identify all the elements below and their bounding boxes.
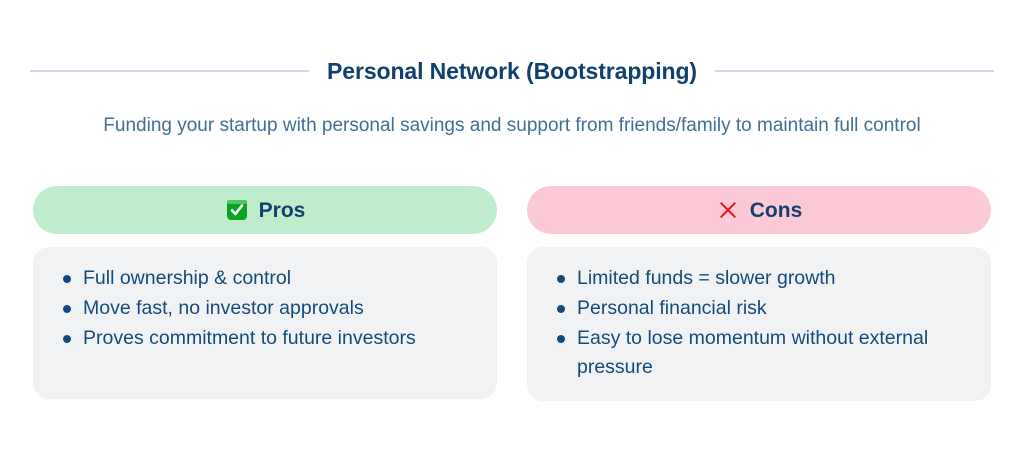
cons-header-pill: Cons [527, 186, 991, 234]
header-rule-right [714, 70, 995, 73]
cross-mark-icon [716, 198, 740, 222]
pros-list: Full ownership & control Move fast, no i… [57, 264, 473, 353]
list-item: Limited funds = slower growth [551, 264, 967, 293]
pros-column: Pros Full ownership & control Move fast,… [33, 186, 497, 401]
pros-label: Pros [258, 198, 306, 222]
list-item: Move fast, no investor approvals [57, 294, 473, 323]
pros-body-card: Full ownership & control Move fast, no i… [33, 247, 497, 399]
cons-column: Cons Limited funds = slower growth Perso… [527, 186, 991, 401]
page-title: Personal Network (Bootstrapping) [327, 58, 697, 84]
pros-cons-columns: Pros Full ownership & control Move fast,… [33, 186, 991, 401]
page-header: Personal Network (Bootstrapping) [0, 58, 1024, 84]
list-item: Easy to lose momentum without external p… [551, 324, 967, 382]
cons-body-card: Limited funds = slower growth Personal f… [527, 247, 991, 401]
list-item: Full ownership & control [57, 264, 473, 293]
cons-list: Limited funds = slower growth Personal f… [551, 264, 967, 382]
cons-label: Cons [749, 198, 803, 222]
pros-header-pill: Pros [33, 186, 497, 234]
white-heavy-check-mark-icon [225, 198, 249, 222]
list-item: Proves commitment to future investors [57, 324, 473, 353]
list-item: Personal financial risk [551, 294, 967, 323]
header-rule-left [30, 70, 310, 73]
page-subtitle: Funding your startup with personal savin… [103, 115, 921, 136]
